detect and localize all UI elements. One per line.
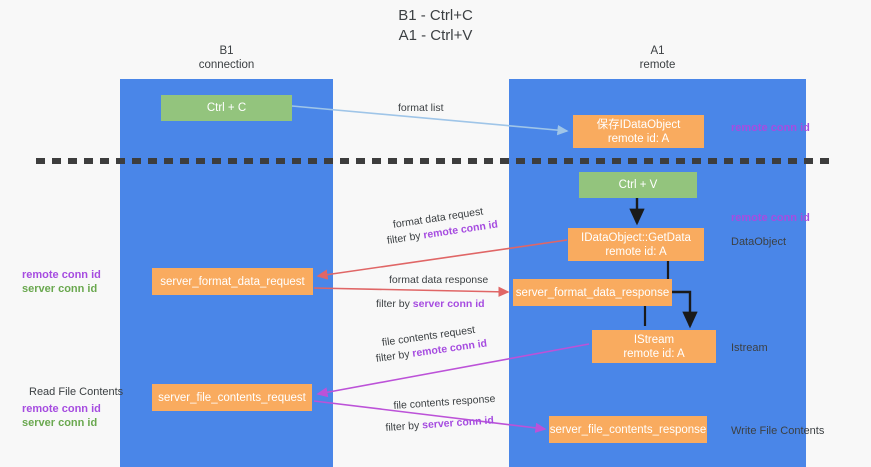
box-getdata-line1: IDataObject::GetData [581,231,691,244]
box-ctrl-v-label: Ctrl + V [618,179,658,191]
annotation-right-dataobject: DataObject [731,236,787,248]
title-line-2: A1 - Ctrl+V [398,27,473,44]
page-title: B1 - Ctrl+C A1 - Ctrl+V [0,6,871,46]
box-getdata-line2: remote id: A [605,245,667,258]
box-idataobject-line2: remote id: A [607,132,670,145]
filter-prefix: filter by [376,298,413,310]
filter-prefix: filter by [385,419,423,434]
box-idataobject-line1: 保存IDataObject [596,118,681,131]
filter-prefix: filter by [375,347,414,365]
box-istream[interactable]: IStream remote id: A [592,330,716,363]
edge-label-file-contents-response: file contents response [393,392,496,412]
filter-key: server conn id [421,414,495,432]
annotation-right-getdata: remote conn id [731,212,810,224]
box-istream-line2: remote id: A [623,347,685,360]
filter-prefix: filter by [386,229,425,247]
box-server-file-contents-response-label: server_file_contents_response [549,423,707,436]
annotation-right-istream: Istream [731,342,768,354]
box-idataobject[interactable]: 保存IDataObject remote id: A [573,115,704,148]
edge-label-format-data-response: format data response [389,274,489,286]
box-server-file-contents-request-label: server_file_contents_request [158,391,306,404]
annotation-left-bottom: remote conn id server conn id [22,402,101,430]
title-line-1: B1 - Ctrl+C [398,7,473,24]
box-server-format-data-request-label: server_format_data_request [160,275,305,288]
box-istream-line1: IStream [633,333,675,346]
filter-key: server conn id [412,298,485,310]
box-idataobject-getdata[interactable]: IDataObject::GetData remote id: A [568,228,704,261]
annotation-left-mid: remote conn id server conn id [22,268,101,296]
dashed-divider [36,158,836,164]
box-server-format-data-response-label: server_format_data_response [515,286,670,299]
box-server-format-data-request[interactable]: server_format_data_request [152,268,313,295]
annotation-left-bottom-server: server conn id [22,417,98,429]
edge-label-format-data-response-filter: filter by server conn id [376,297,485,311]
box-ctrl-c-label: Ctrl + C [206,102,247,114]
edge-format-data-response [313,286,510,297]
column-header-b1-role: connection [198,59,255,71]
column-header-a1-name: A1 [650,45,665,57]
column-header-b1-name: B1 [219,45,234,57]
annotation-left-read-file-contents: Read File Contents [29,386,124,398]
column-header-b1: B1 connection [120,44,333,72]
annotation-right-top: remote conn id [731,122,810,134]
annotation-left-mid-server: server conn id [22,283,98,295]
annotation-right-write-file-contents: Write File Contents [731,425,825,437]
column-header-a1: A1 remote [509,44,806,72]
column-header-a1-role: remote [639,59,676,71]
box-ctrl-c[interactable]: Ctrl + C [161,95,292,121]
edge-label-file-contents-response-filter: filter by server conn id [385,413,494,435]
box-server-format-data-response[interactable]: server_format_data_response [513,279,672,306]
edge-label-format-list: format list [398,102,444,114]
box-server-file-contents-response[interactable]: server_file_contents_response [549,416,707,443]
annotation-left-mid-remote: remote conn id [22,269,101,281]
box-ctrl-v[interactable]: Ctrl + V [579,172,697,198]
box-server-file-contents-request[interactable]: server_file_contents_request [152,384,312,411]
annotation-left-bottom-remote: remote conn id [22,403,101,415]
